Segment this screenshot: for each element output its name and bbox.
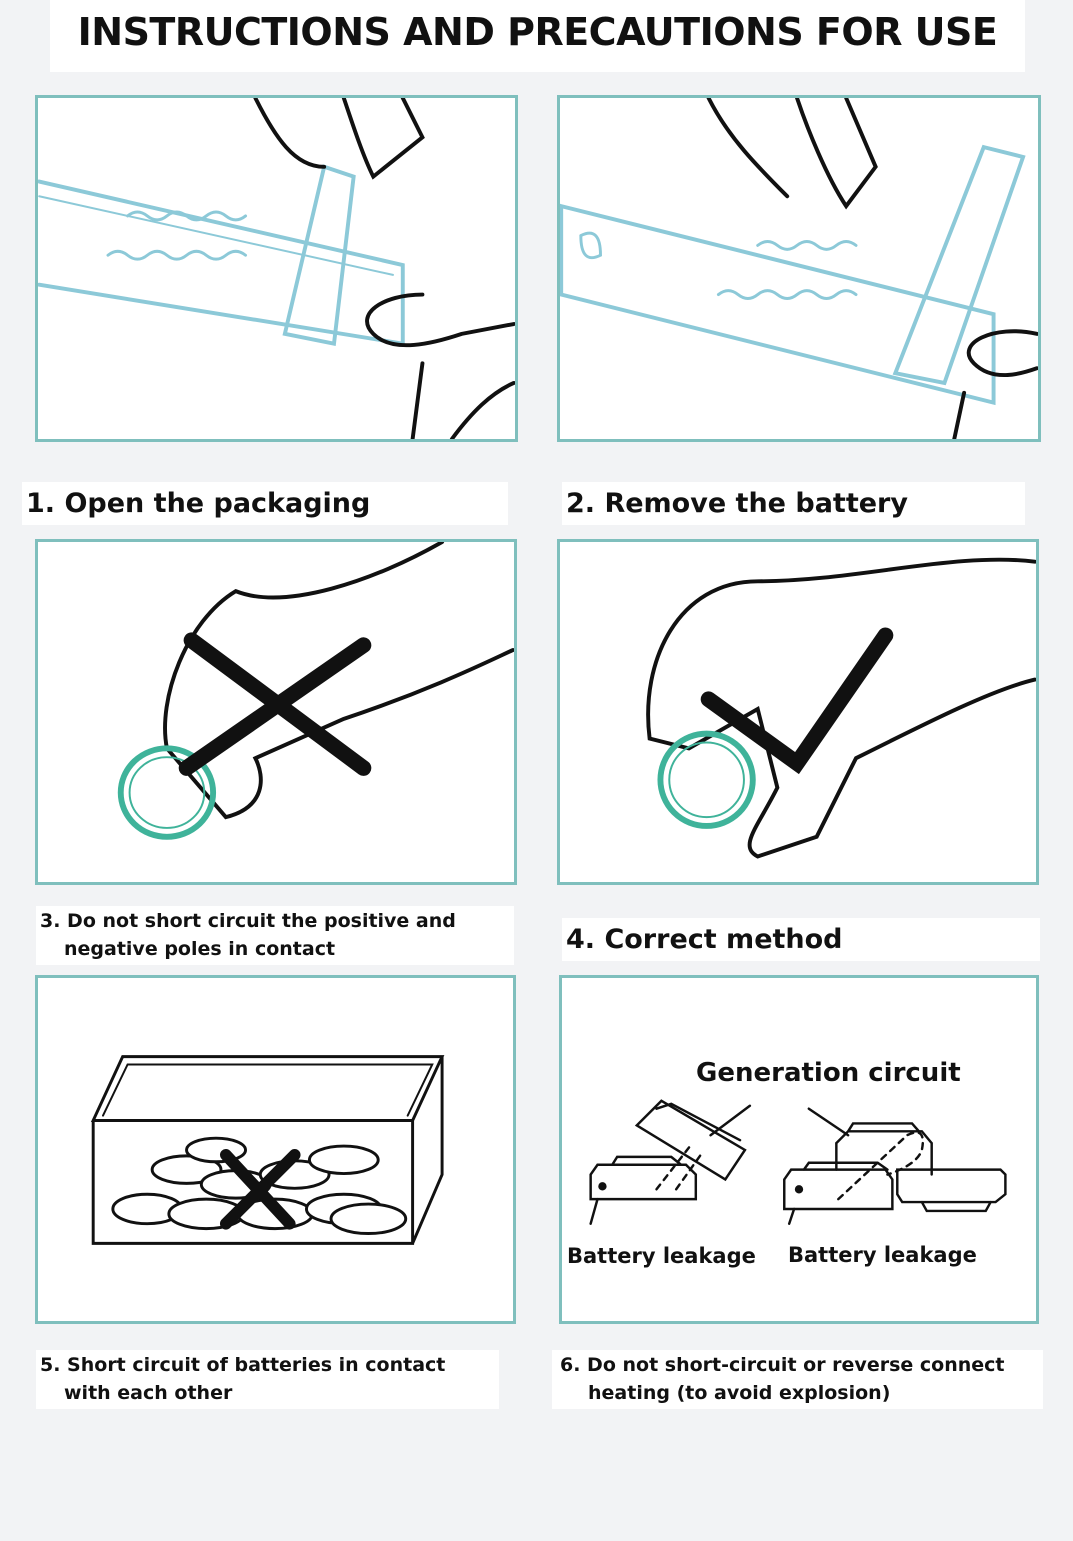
step-3-caption-line2: negative poles in contact [64, 937, 336, 960]
step-3-caption: 3. Do not short circuit the positive and… [36, 906, 514, 966]
step-5-illustration [35, 975, 516, 1324]
step-2-caption: 2. Remove the battery [562, 482, 1025, 526]
page-title: INSTRUCTIONS AND PRECAUTIONS FOR USE [77, 10, 998, 54]
step-6-caption-line2: heating (to avoid explosion) [588, 1381, 891, 1404]
step-1-caption: 1. Open the packaging [22, 482, 508, 526]
step-4-caption: 4. Correct method [562, 918, 1040, 962]
step-6-illustration: Generation circuit Battery leakage Batte… [559, 975, 1039, 1324]
battery-leakage-label-left: Battery leakage [567, 1244, 756, 1268]
generation-circuit-label: Generation circuit [690, 1056, 967, 1090]
step-5-caption-line1: 5. Short circuit of batteries in contact [40, 1354, 446, 1376]
title-banner: INSTRUCTIONS AND PRECAUTIONS FOR USE [50, 0, 1025, 72]
step-6-caption-line1: 6. Do not short-circuit or reverse conne… [560, 1354, 1005, 1376]
step-4-illustration [557, 539, 1039, 885]
step-5-caption-line2: with each other [64, 1381, 233, 1404]
step-3-caption-line1: 3. Do not short circuit the positive and [40, 910, 456, 932]
step-2-illustration [557, 95, 1041, 442]
battery-leakage-label-right: Battery leakage [784, 1243, 981, 1267]
step-5-caption: 5. Short circuit of batteries in contact… [36, 1350, 499, 1410]
step-6-caption: 6. Do not short-circuit or reverse conne… [552, 1350, 1043, 1410]
step-3-illustration [35, 539, 517, 885]
step-1-illustration [35, 95, 518, 442]
